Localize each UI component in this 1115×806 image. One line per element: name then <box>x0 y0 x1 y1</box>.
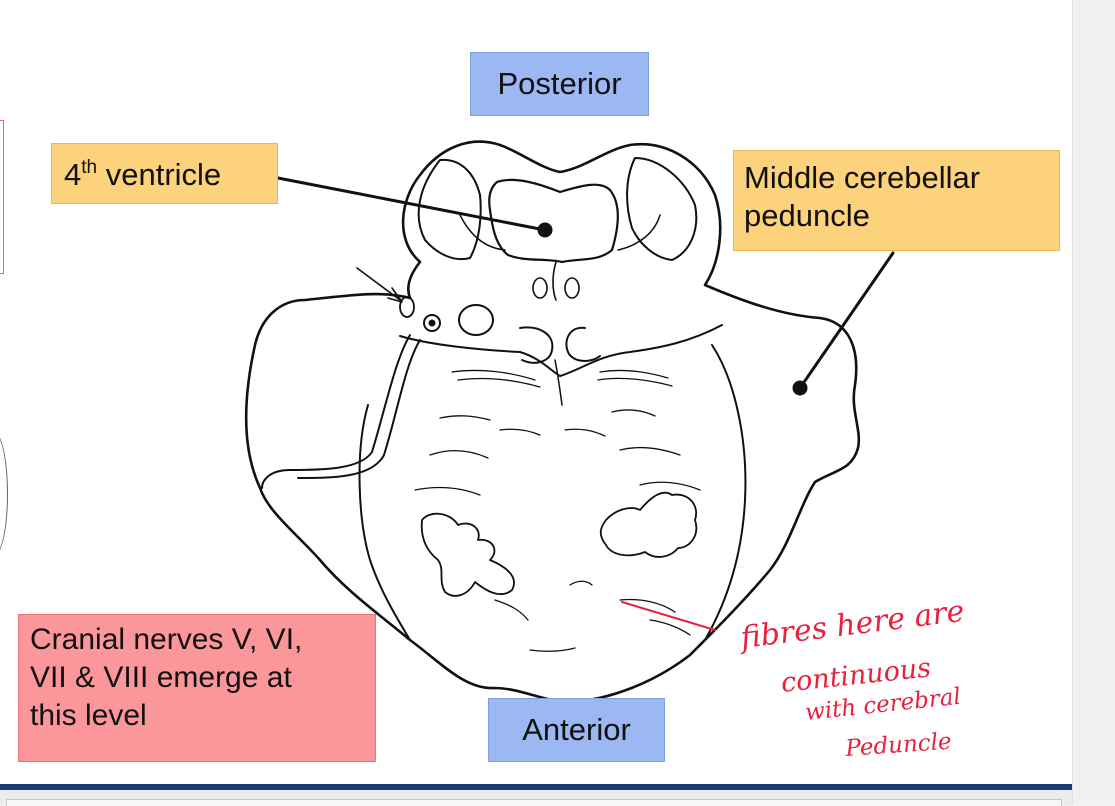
peduncle-line-1: Middle cerebellar <box>744 160 981 195</box>
nerve-tract-inner <box>297 339 421 479</box>
slide-canvas: fibres here are continuous with cerebral… <box>0 0 1072 784</box>
nucleus-dot-inner <box>428 319 436 327</box>
pointer-dot-ventricle <box>537 222 553 238</box>
posterior-text: Posterior <box>497 66 622 101</box>
pointer-arrow-small <box>356 267 401 301</box>
raphe-right <box>565 326 601 362</box>
anterior-label: Anterior <box>488 698 665 762</box>
left-peduncle-border <box>358 404 411 641</box>
lateral-small-loop <box>399 296 415 318</box>
cranial-nerves-label: Cranial nerves V, VI, VII & VIII emerge … <box>18 614 376 762</box>
pointer-arrowhead-small <box>387 287 403 303</box>
tegmentum-border-left <box>399 335 561 377</box>
peduncle-line-2: peduncle <box>744 197 870 233</box>
cranial-line-2: VII & VIII emerge at <box>30 661 292 695</box>
fourth-ventricle-label: 4th ventricle <box>51 143 278 204</box>
nerve-tract-outer <box>261 334 411 489</box>
raphe-line <box>554 359 563 406</box>
corticospinal-bundle-left <box>420 512 515 597</box>
right-scroll-panel[interactable] <box>1072 0 1115 805</box>
cranial-line-3: this level <box>30 699 147 733</box>
left-small-oval <box>532 277 548 299</box>
posterior-label: Posterior <box>470 52 649 116</box>
cerebellar-left-lobe <box>417 158 482 260</box>
notes-pane-edge[interactable] <box>6 799 1062 806</box>
corticospinal-bundle-right <box>599 491 698 558</box>
nucleus-dot-outer <box>423 314 441 332</box>
partial-red-box-left-edge <box>0 120 4 274</box>
tegmentum-border-right <box>559 324 723 377</box>
cranial-line-1: Cranial nerves V, VI, <box>30 623 303 656</box>
handwritten-line-1: fibres here are <box>737 594 967 656</box>
middle-cerebellar-peduncle-label: Middle cerebellar peduncle <box>733 150 1060 251</box>
fourth-ventricle-superscript: th <box>81 157 98 178</box>
pointer-dot-peduncle <box>792 380 808 396</box>
raphe-left <box>519 326 554 364</box>
handwritten-line-4: Peduncle <box>844 729 953 762</box>
pointer-line-peduncle <box>798 251 895 390</box>
inner-curve-right <box>617 214 661 251</box>
pons-outline <box>245 140 861 704</box>
circle-left-tegmentum <box>458 304 494 336</box>
pointer-line-ventricle <box>276 176 547 232</box>
right-peduncle-border <box>704 344 747 641</box>
red-annotation-stroke <box>621 601 716 631</box>
fourth-ventricle-rest: ventricle <box>97 157 222 192</box>
cerebellar-right-lobe <box>626 157 698 261</box>
midline-notch <box>552 261 557 301</box>
pons-cross-section-diagram <box>245 140 895 704</box>
handwritten-note-layer: fibres here are continuous with cerebral… <box>737 594 967 762</box>
right-small-oval <box>564 277 580 299</box>
anterior-text: Anterior <box>522 712 631 747</box>
fourth-ventricle-shape <box>488 178 619 264</box>
transverse-fibers <box>414 369 701 652</box>
fourth-ventricle-base: 4 <box>64 157 82 192</box>
slide-bottom-border <box>0 784 1072 790</box>
inner-curve-left <box>459 214 506 251</box>
